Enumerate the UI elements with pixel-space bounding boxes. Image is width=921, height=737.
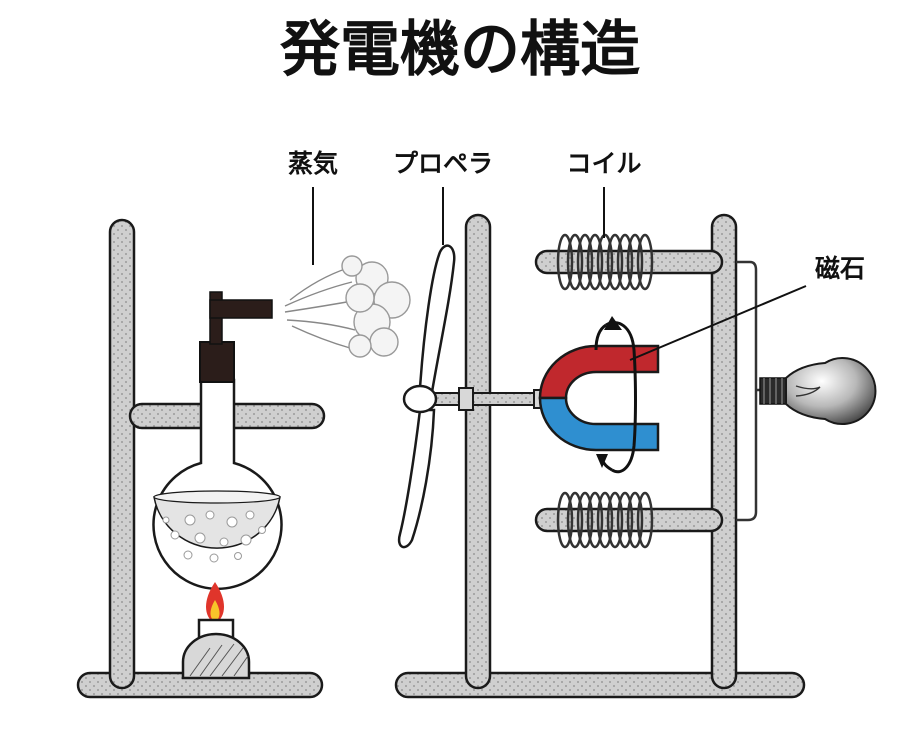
magnet-label: 磁石 [815,254,865,283]
bulb-filament [795,385,821,397]
right-stand-base [394,671,806,699]
flask-stopper [199,341,235,383]
magnet-north [538,344,660,400]
lower-coil [556,491,654,549]
bulb-glass [785,357,877,425]
lower-coil-assembly [534,491,724,549]
shaft-rod [429,392,551,406]
shaft-bearing [458,387,474,411]
magnet [538,344,660,452]
right-stand [394,213,806,699]
propeller-blade-bottom [397,408,436,549]
magnet-leader [629,285,807,361]
circuit-wire [736,260,762,522]
coil-label: コイル [566,149,641,178]
magnet-label-group: 磁石 [629,254,865,361]
magnet-south [538,396,660,452]
coil-label-group: コイル [566,149,642,238]
propeller-label: プロペラ [393,149,493,178]
water-bubbles [162,510,266,563]
propeller-label-group: プロペラ [393,149,493,245]
coil-pole [710,213,738,690]
alcohol-burner [181,582,251,680]
propeller-pole [464,213,492,690]
flask [152,291,283,591]
propeller-blade-top [418,244,456,394]
flame-inner [210,600,220,622]
steam-cloud [284,255,411,358]
upper-coil [556,233,654,291]
rotation-arrow-icon [594,316,637,474]
page-title: 発電機の構造 [280,15,640,85]
left-stand-pole [108,218,136,690]
steam-label-group: 蒸気 [288,149,338,265]
light-bulb [759,357,877,425]
burner-body [181,632,251,680]
propeller-hub [402,384,438,414]
steam-label: 蒸気 [288,149,338,178]
upper-coil-assembly [534,233,724,291]
propeller [397,244,456,549]
steam-pipe-nozzle [209,299,273,319]
